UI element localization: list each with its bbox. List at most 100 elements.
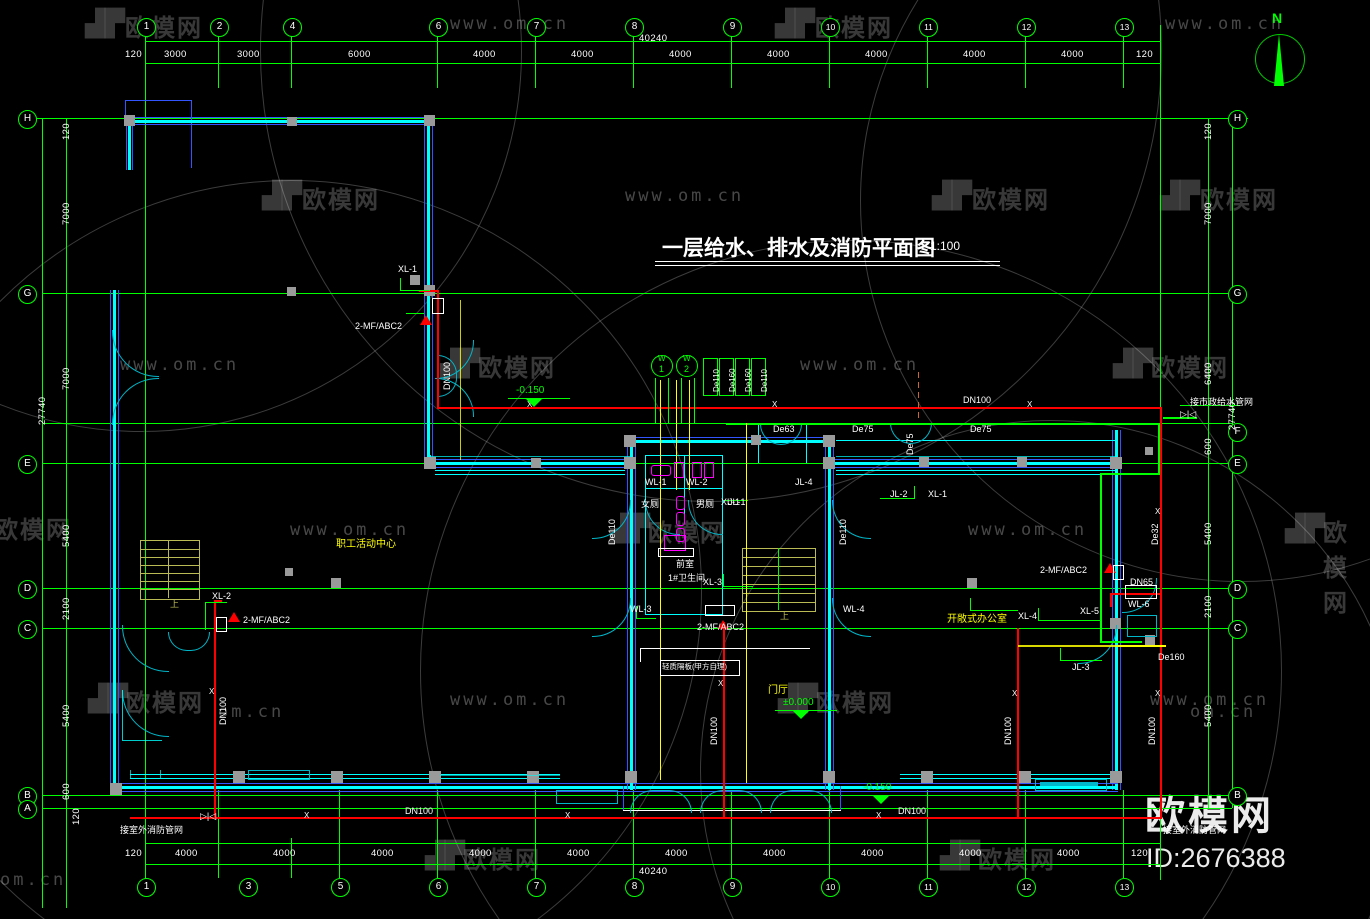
extinguisher-label: 2-MF/ABC2 [355, 321, 403, 331]
water-branch [1100, 641, 1142, 643]
grid-line-v [437, 790, 438, 878]
riser-leader [970, 598, 971, 611]
valve-marker: X [304, 811, 310, 820]
wall-top-right [836, 440, 1116, 441]
wall-core-top [633, 440, 831, 443]
dim-total-left: 27740 [37, 396, 48, 425]
grid-bubble-top-13[interactable]: 13 [1115, 18, 1134, 37]
water-main [726, 423, 1160, 425]
grid-line-v [339, 790, 340, 878]
valve-marker: X [565, 811, 571, 820]
riser-leader [1038, 620, 1100, 621]
grid-bubble-right-B[interactable]: B [1228, 787, 1247, 806]
well-marker-1[interactable]: W 1 [651, 355, 673, 377]
grid-bubble-left-G[interactable]: G [18, 285, 37, 304]
grid-line-v [145, 30, 146, 880]
extinguisher-icon [228, 612, 240, 622]
grid-bubble-top-4[interactable]: 4 [283, 18, 302, 37]
grid-bubble-right-E[interactable]: E [1228, 455, 1247, 474]
grid-bubble-bottom-1[interactable]: 1 [137, 878, 156, 897]
grid-bubble-top-7[interactable]: 7 [527, 18, 546, 37]
riser-tag-wl2: WL-2 [686, 477, 708, 487]
grid-bubble-right-H[interactable]: H [1228, 110, 1247, 129]
watermark-url: om.cn [0, 870, 67, 890]
well-tag: W [658, 354, 666, 363]
extinguisher-label: 2-MF/ABC2 [243, 615, 291, 625]
grid-line-v [218, 790, 219, 878]
grid-bubble-left-D[interactable]: D [18, 580, 37, 599]
grid-bubble-right-C[interactable]: C [1228, 620, 1247, 639]
watermark-brand: 欧模网 [1151, 355, 1229, 382]
grid-bubble-top-8[interactable]: 8 [625, 18, 644, 37]
drain-riser [746, 423, 747, 783]
grid-bubble-right-D[interactable]: D [1228, 580, 1247, 599]
dim-rail-left [42, 118, 43, 908]
grid-line-v [535, 790, 536, 878]
grid-bubble-bottom-8[interactable]: 8 [625, 878, 644, 897]
watermark-url: www.om.cn [1165, 14, 1285, 34]
grid-bubble-top-11[interactable]: 11 [919, 18, 938, 37]
wall-toilet-partition [645, 488, 685, 489]
dim-top: 120 [1136, 49, 1154, 60]
wall-edge [627, 440, 628, 790]
wall-edge [825, 440, 826, 790]
grid-bubble-left-C[interactable]: C [18, 620, 37, 639]
grid-line-v [1025, 790, 1026, 878]
grid-bubble-bottom-9[interactable]: 9 [723, 878, 742, 897]
fixture-wc [676, 496, 685, 510]
pipe-label-dn100: DN100 [709, 716, 719, 745]
grid-bubble-top-10[interactable]: 10 [821, 18, 840, 37]
riser-tag-jl4: JL-4 [795, 477, 813, 487]
detail-box [556, 790, 618, 804]
dim-bottom: 4000 [469, 848, 492, 859]
dim-bottom: 4000 [1057, 848, 1080, 859]
dim-right: 5400 [1203, 704, 1214, 727]
dim-bottom: 4000 [763, 848, 786, 859]
riser-tag-wl1: WL-1 [645, 477, 667, 487]
grid-bubble-top-2[interactable]: 2 [210, 18, 229, 37]
grid-bubble-bottom-6[interactable]: 6 [429, 878, 448, 897]
grid-bubble-right-G[interactable]: G [1228, 285, 1247, 304]
grid-bubble-top-9[interactable]: 9 [723, 18, 742, 37]
grid-bubble-top-6[interactable]: 6 [429, 18, 448, 37]
grid-bubble-bottom-12[interactable]: 12 [1017, 878, 1036, 897]
grid-bubble-left-A[interactable]: A [18, 800, 37, 819]
dim-bottom: 4000 [371, 848, 394, 859]
wall-core-left [630, 440, 633, 790]
wall-corridor [900, 778, 1116, 779]
grid-bubble-bottom-10[interactable]: 10 [821, 878, 840, 897]
detail-box [1125, 585, 1157, 599]
dim-right: 120 [1203, 122, 1214, 140]
riser-tag-wl6: WL-6 [1128, 599, 1150, 609]
valve-marker: X [209, 687, 215, 696]
wall-corridor [900, 774, 1116, 775]
extinguisher-label: 2-MF/ABC2 [697, 622, 745, 632]
well-marker-2[interactable]: W 2 [676, 355, 698, 377]
grid-bubble-bottom-7[interactable]: 7 [527, 878, 546, 897]
column [429, 771, 441, 783]
wall-toilet [722, 455, 723, 615]
grid-bubble-bottom-5[interactable]: 5 [331, 878, 350, 897]
hydrant-box [216, 617, 227, 632]
grid-bubble-bottom-13[interactable]: 13 [1115, 878, 1134, 897]
column [967, 578, 977, 588]
wall-entry [840, 786, 841, 810]
dim-right: 6400 [1203, 362, 1214, 385]
door-swing [168, 632, 210, 651]
grid-bubble-left-E[interactable]: E [18, 455, 37, 474]
grid-bubble-top-12[interactable]: 12 [1017, 18, 1036, 37]
fire-main-top [437, 407, 1162, 409]
grid-bubble-top-1[interactable]: 1 [137, 18, 156, 37]
grid-bubble-bottom-11[interactable]: 11 [919, 878, 938, 897]
dim-rail-top [145, 41, 1160, 42]
grid-bubble-left-H[interactable]: H [18, 110, 37, 129]
grid-bubble-right-F[interactable]: F [1228, 423, 1247, 442]
water-branch-v [1100, 473, 1102, 643]
pipe-label-de75: De75 [970, 424, 992, 434]
grid-bubble-bottom-3[interactable]: 3 [239, 878, 258, 897]
riser-tag-wl4: WL-4 [843, 604, 865, 614]
wall-edge [430, 459, 630, 460]
column [331, 578, 341, 588]
detail-line [836, 456, 1116, 457]
